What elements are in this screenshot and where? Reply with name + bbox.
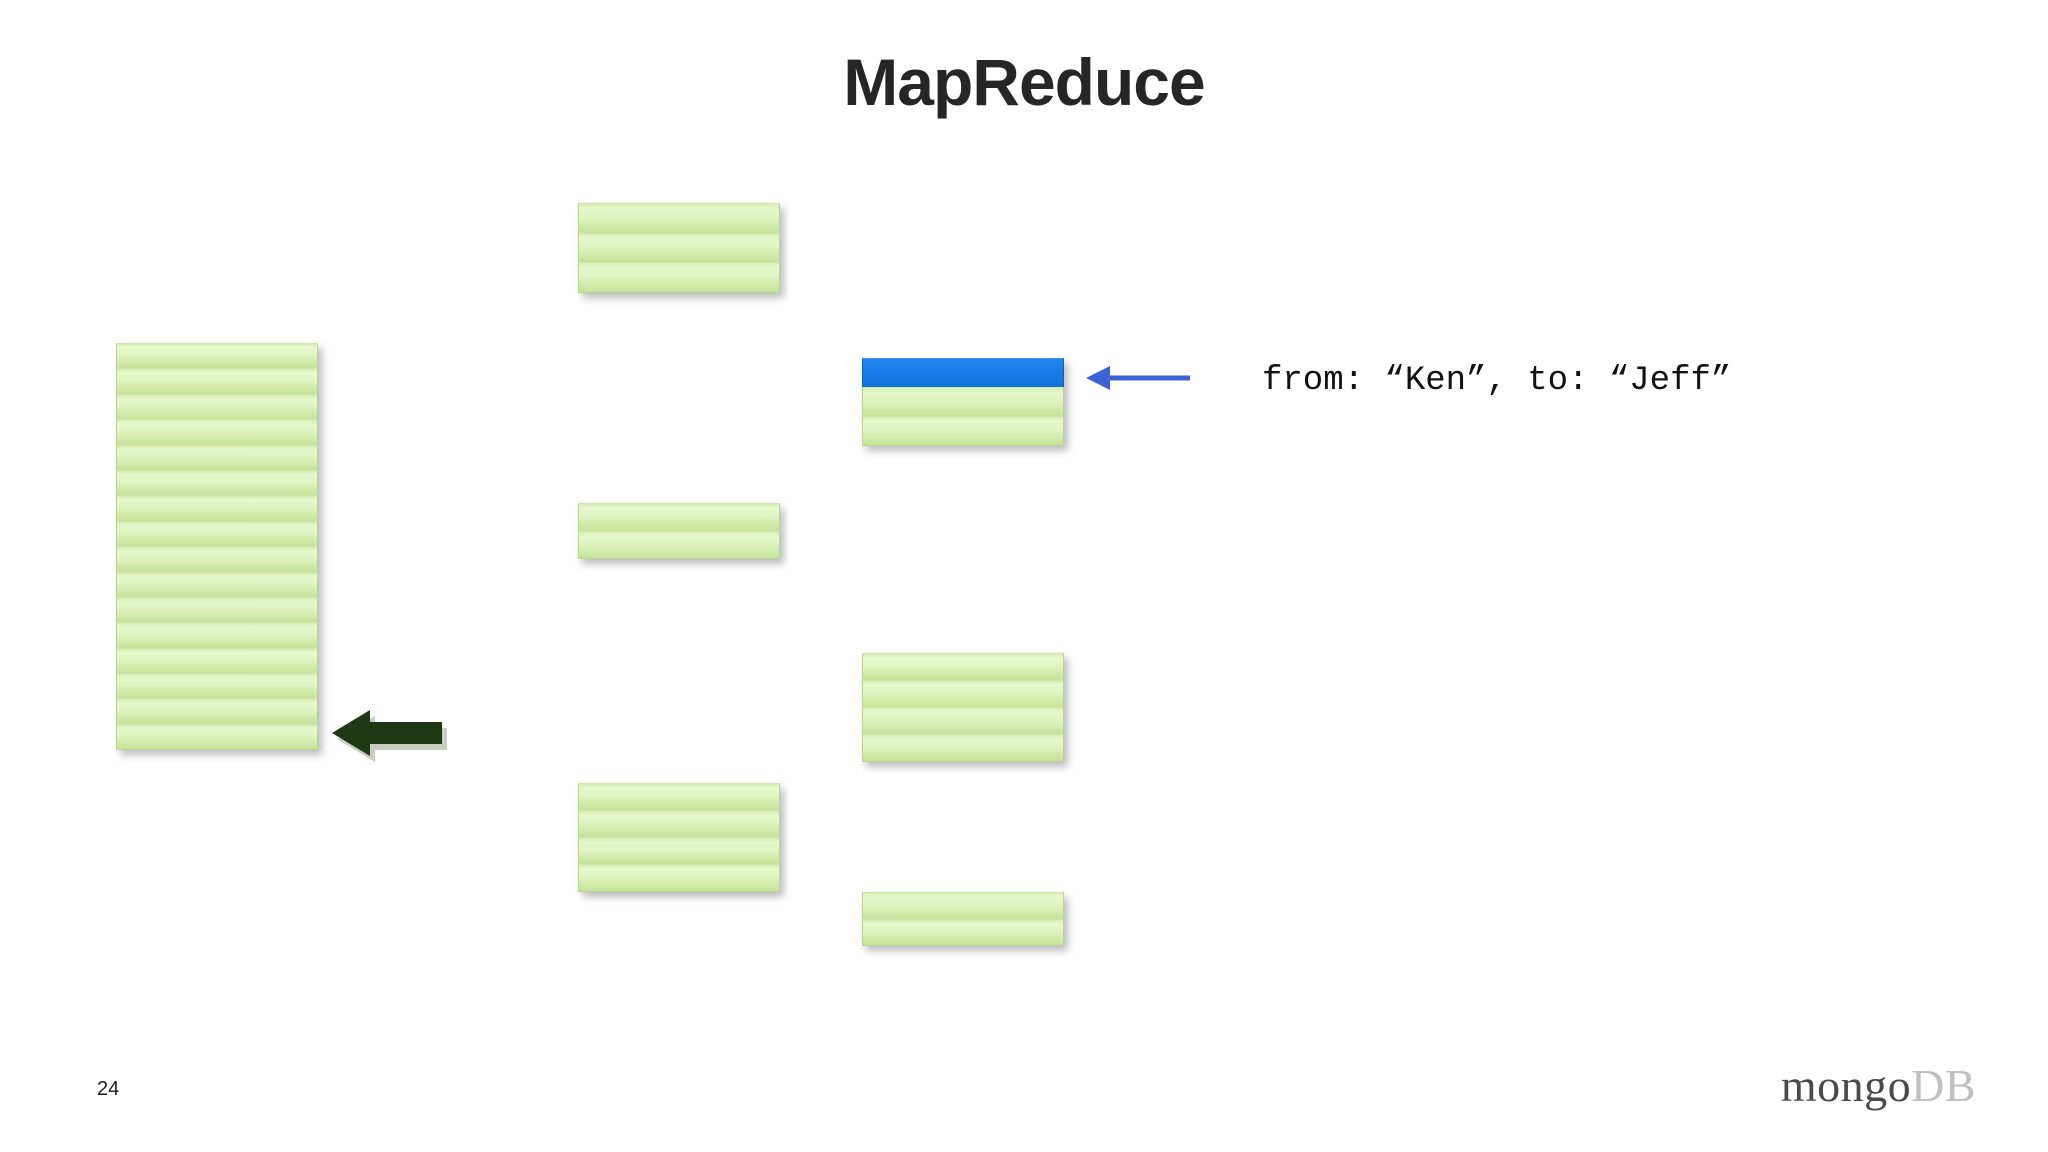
document-row	[116, 571, 318, 598]
document-row	[116, 495, 318, 522]
document-row	[862, 387, 1064, 417]
document-stack-shard-b-bottom[interactable]	[862, 892, 1064, 946]
document-row	[578, 837, 780, 865]
document-stack-shard-a-bottom[interactable]	[578, 783, 780, 893]
document-row	[862, 416, 1064, 446]
document-row	[116, 622, 318, 649]
document-stack-shard-b-top[interactable]	[862, 358, 1064, 446]
document-row	[578, 783, 780, 811]
document-row	[578, 530, 780, 559]
document-stack-shard-b-middle[interactable]	[862, 653, 1064, 763]
mongodb-logo: mongoDB	[1781, 1063, 1976, 1109]
document-row	[116, 343, 318, 370]
document-row-highlighted[interactable]	[862, 358, 1064, 388]
document-row	[116, 596, 318, 624]
document-row	[862, 653, 1064, 681]
document-row	[578, 203, 780, 234]
document-row	[116, 469, 318, 497]
document-stack-shard-a-middle[interactable]	[578, 503, 780, 559]
document-row	[116, 368, 318, 395]
annotation-pointer-arrow-icon	[1086, 366, 1190, 390]
document-row	[116, 698, 318, 725]
document-row	[116, 444, 318, 471]
document-row	[578, 810, 780, 838]
document-row	[862, 707, 1064, 735]
document-stack-source-collection[interactable]	[116, 343, 318, 765]
page-number: 24	[97, 1078, 120, 1100]
logo-text-primary: mongo	[1780, 1060, 1912, 1111]
document-row	[116, 723, 318, 751]
document-row	[116, 520, 318, 548]
document-row	[862, 734, 1064, 762]
document-row	[578, 503, 780, 532]
document-row	[862, 892, 1064, 920]
logo-text-secondary: DB	[1911, 1060, 1976, 1111]
document-row	[116, 673, 318, 700]
document-row	[578, 262, 780, 293]
source-pointer-arrow-icon	[332, 710, 447, 762]
document-row	[116, 647, 318, 675]
document-row	[578, 864, 780, 892]
document-row	[862, 680, 1064, 708]
document-row	[116, 419, 318, 446]
document-row	[578, 232, 780, 264]
document-row	[116, 546, 318, 573]
document-row	[862, 918, 1064, 946]
annotation-label: from: “Ken”, to: “Jeff”	[1262, 362, 1732, 400]
page-title: MapReduce	[843, 45, 1205, 119]
document-row	[116, 393, 318, 421]
document-stack-shard-a-top[interactable]	[578, 203, 780, 293]
